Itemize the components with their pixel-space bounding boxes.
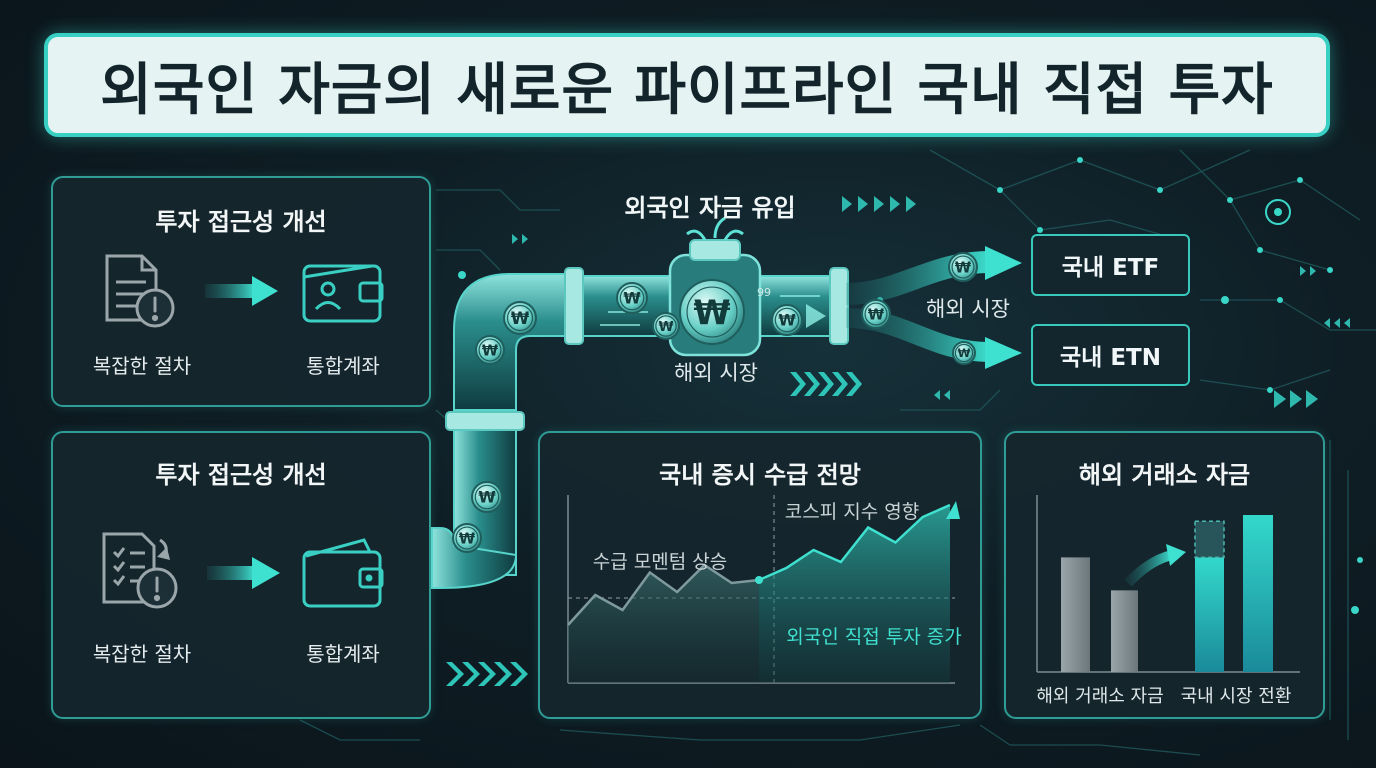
won-coin-icon: ₩	[952, 341, 976, 365]
branch-overseas-label: 해외 시장	[926, 297, 1010, 321]
complex-procedure-label: 복잡한 절차	[92, 642, 192, 666]
coin-symbol: ₩	[511, 308, 530, 328]
bar-chart-title: 해외 거래소 자금	[1078, 461, 1251, 489]
coin-symbol: ₩	[958, 346, 971, 360]
bar-label-domestic: 국내 시장 전환	[1181, 686, 1292, 707]
bar-label-overseas: 해외 거래소 자금	[1036, 686, 1163, 707]
won-coin-icon: ₩	[475, 335, 505, 365]
line-before	[567, 563, 760, 626]
area-after	[759, 505, 950, 683]
wallet-user-icon	[302, 264, 384, 323]
destination-label: 국내 ETN	[1060, 345, 1161, 371]
line-after	[758, 503, 951, 582]
won-coin-icon: ₩	[471, 481, 503, 513]
won-coin-icon: ₩	[616, 282, 648, 314]
market-outlook-chart	[567, 495, 960, 684]
area-before	[568, 565, 759, 683]
title-banner: 외국인 자금의 새로운 파이프라인 국내 직접 투자	[44, 33, 1330, 137]
coin-symbol: ₩	[623, 289, 641, 308]
chart-title: 국내 증시 수급 전망	[659, 461, 861, 489]
coin-symbol: ₩	[482, 342, 498, 359]
checklist-warning-icon	[102, 532, 178, 609]
won-coin-icon: ₩	[652, 312, 680, 340]
overseas-market-label: 해외 시장	[674, 361, 758, 385]
flow-chevrons	[446, 372, 862, 686]
destination-etn: 국내 ETN	[1031, 324, 1190, 386]
won-coin-icon: ₩	[861, 299, 891, 329]
won-coins: ₩ ₩ ₩ ₩ ₩ ₩ ₩ ₩ ₩ ₩ ₩99	[452, 252, 978, 553]
panel-title: 투자 접근성 개선	[155, 208, 327, 236]
overseas-funds-bar-chart	[1036, 495, 1300, 673]
coin-symbol: ₩	[868, 306, 884, 323]
bar	[1243, 515, 1273, 672]
coin-symbol: ₩	[459, 530, 475, 547]
won-coin-icon: ₩	[679, 279, 745, 345]
fdi-increase-annotation: 외국인 직접 투자 증가	[786, 626, 961, 648]
won-coin-icon: ₩	[503, 301, 537, 335]
coin-symbol: ₩	[778, 311, 796, 330]
bar-projection	[1194, 520, 1225, 559]
bar	[1195, 557, 1224, 672]
bar	[1061, 557, 1090, 672]
won-coin-icon: ₩	[948, 252, 978, 282]
coin-small-text: 99	[757, 286, 771, 299]
panel-title: 투자 접근성 개선	[155, 461, 327, 489]
divider-point	[755, 576, 763, 584]
coin-symbol: ₩	[658, 319, 673, 335]
complex-procedure-label: 복잡한 절차	[92, 354, 192, 378]
integrated-account-label: 통합계좌	[306, 642, 380, 666]
coin-symbol: ₩	[955, 259, 971, 276]
pipeline	[431, 216, 849, 589]
won-coin-icon: ₩	[452, 523, 482, 553]
inflow-label: 외국인 자금 유입	[624, 194, 795, 222]
page-title: 외국인 자금의 새로운 파이프라인 국내 직접 투자	[100, 57, 1274, 123]
momentum-annotation: 수급 모멘텀 상승	[593, 551, 727, 573]
arrow-right-icon	[205, 276, 278, 306]
destination-etf: 국내 ETF	[1031, 234, 1190, 296]
kospi-annotation: 코스피 지수 영향	[785, 501, 919, 523]
integrated-account-label: 통합계좌	[306, 354, 380, 378]
document-warning-icon	[105, 254, 175, 328]
coin-symbol: ₩	[693, 293, 730, 332]
bar	[1111, 590, 1138, 672]
coin-symbol: ₩	[478, 488, 496, 507]
destination-label: 국내 ETF	[1061, 255, 1160, 281]
won-coin-icon: ₩	[771, 304, 803, 336]
wallet-icon	[302, 538, 384, 608]
trend-arrowhead	[946, 501, 960, 519]
arrow-right-icon	[207, 557, 280, 589]
